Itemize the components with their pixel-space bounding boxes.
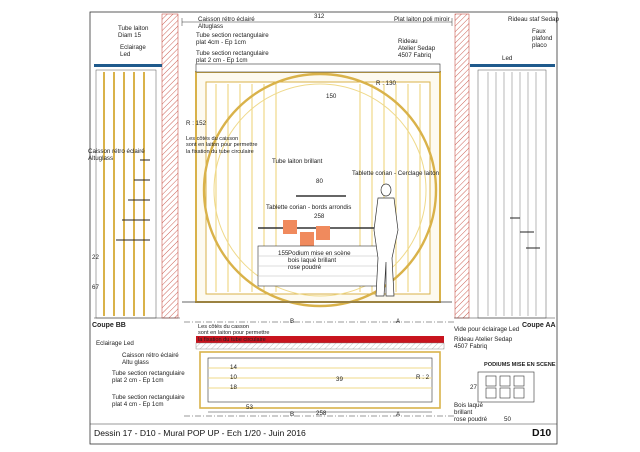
plan-curtain-band: [195, 342, 445, 350]
dim-155: 155: [278, 250, 289, 257]
dim-r2: R : 2: [416, 374, 430, 381]
label-rideau-staf: Rideau staf Sedap: [508, 16, 559, 23]
label-eclairage-led-top: Eclairage Led: [120, 44, 146, 58]
right-ceiling-band: [470, 64, 555, 67]
dim-53: 53: [246, 404, 253, 411]
podium-base-lines: [258, 255, 384, 277]
label-tube-plat-2cm: Tube section rectangulaire plat 2 cm - E…: [112, 370, 185, 384]
label-tube-laiton-brillant: Tube laiton brillant: [272, 158, 323, 165]
elevation-brass-slats: [215, 84, 421, 292]
marker-b-top: B: [290, 318, 295, 325]
label-caisson-retro-center: Caisson rétro éclairé Altuglass: [198, 16, 255, 30]
plan-caisson-inner: [207, 357, 433, 403]
section-title-coupe-bb: Coupe BB: [92, 322, 126, 329]
label-vide-eclairage: Vide pour éclairage Led: [454, 326, 520, 333]
dim-150: 150: [326, 93, 337, 100]
label-led: Led: [502, 55, 513, 62]
central-elevation: [181, 18, 453, 308]
label-caisson-retro-left: Caisson rétro éclairé Altuglass: [88, 148, 145, 162]
dim-67: 67: [92, 284, 99, 291]
label-cotes-caisson-plan: Les côtés du casson sont en laiton pour …: [198, 324, 270, 343]
dim-22: 22: [92, 254, 99, 261]
label-tube-laiton-diam15: Tube laiton Diam 15: [118, 25, 149, 39]
podium-box-3: [316, 226, 330, 240]
right-curtain-folds: [487, 72, 537, 316]
left-brass-tubes: [103, 72, 145, 316]
dim-39: 39: [336, 376, 343, 383]
section-title-podiums: PODIUMS MISE EN SCENE: [484, 362, 556, 368]
left-shelf-steps: [116, 159, 150, 241]
label-tube-section-2cm: Tube section rectangulaire plat 2 cm - E…: [196, 50, 269, 64]
left-ceiling-band: [94, 64, 162, 67]
inner-brass-ring: [213, 83, 427, 297]
podium-box-1: [283, 220, 297, 234]
left-caisson-box: [95, 69, 157, 319]
right-wall-hatch: [454, 13, 470, 319]
left-wall-hatch: [161, 13, 179, 319]
dim-r152: R : 152: [186, 120, 206, 127]
label-cotes-caisson-top: Les côtés du caisson sont en laiton pour…: [186, 136, 258, 155]
dim-r130: R : 130: [376, 80, 396, 87]
dim-10: 10: [230, 374, 237, 381]
sheet-border: [89, 11, 558, 445]
plan-red-band: [196, 336, 444, 343]
right-section-coupe-aa: [454, 13, 555, 319]
dim-18: 18: [230, 384, 237, 391]
plan-tube-lines: [208, 367, 432, 389]
dim-14: 14: [230, 364, 237, 371]
top-header-band: [195, 63, 441, 73]
plan-caisson: [199, 351, 441, 409]
label-rideau-atelier-plan: Rideau Atelier Sedap 4507 Fabriq: [454, 336, 513, 350]
drawing-code: D10: [532, 427, 552, 439]
podium-box-2: [300, 232, 314, 246]
right-shelf-steps: [510, 217, 540, 249]
dim-312: 312: [314, 13, 325, 20]
label-tube-section-4cm: Tube section rectangulaire plat 4cm - Ep…: [196, 32, 269, 46]
label-plat-laiton: Plat laiton poli miroir: [394, 16, 450, 23]
mannequin-figure: [373, 183, 399, 297]
dim-50: 50: [504, 416, 511, 423]
label-caisson-retro-plan: Caisson rétro éclairé Altu glass: [122, 352, 179, 366]
marker-a-bottom: A: [396, 411, 401, 418]
marker-b-bottom: B: [290, 411, 295, 418]
podium-detail-box: [477, 371, 535, 403]
label-faux-plafond: Faux plafond placo: [532, 28, 553, 49]
label-eclairage-led-bottom: Eclairage Led: [96, 340, 134, 347]
label-bois-laque: Bois laqué brillant rose poudré: [454, 402, 488, 423]
dim-258-elev: 258: [314, 213, 325, 220]
dim-80: 80: [316, 178, 323, 185]
label-tablette-cerclage: Tablette corian - Cerclage laiton: [352, 170, 440, 177]
large-brass-ring: [202, 72, 438, 308]
dim-258-plan: 258: [316, 410, 327, 417]
drawing-title: Dessin 17 - D10 - Mural POP UP - Ech 1/2…: [94, 428, 306, 438]
section-title-coupe-aa: Coupe AA: [522, 322, 556, 329]
plan-view: [184, 321, 456, 417]
marker-a-top: A: [396, 318, 401, 325]
podium-detail: [477, 371, 535, 403]
label-tablette-bords: Tablette corian - bords arrondis: [266, 204, 352, 211]
left-section-coupe-bb: [94, 13, 180, 319]
label-rideau-atelier: Rideau Atelier Sedap 4507 Fabriq: [398, 38, 436, 59]
label-tube-plat-4cm: Tube section rectangulaire plat 4 cm - E…: [112, 394, 185, 408]
label-podium-scene: Podium mise en scène bois laqué brillant…: [288, 250, 351, 271]
dim-27: 27: [470, 384, 477, 391]
